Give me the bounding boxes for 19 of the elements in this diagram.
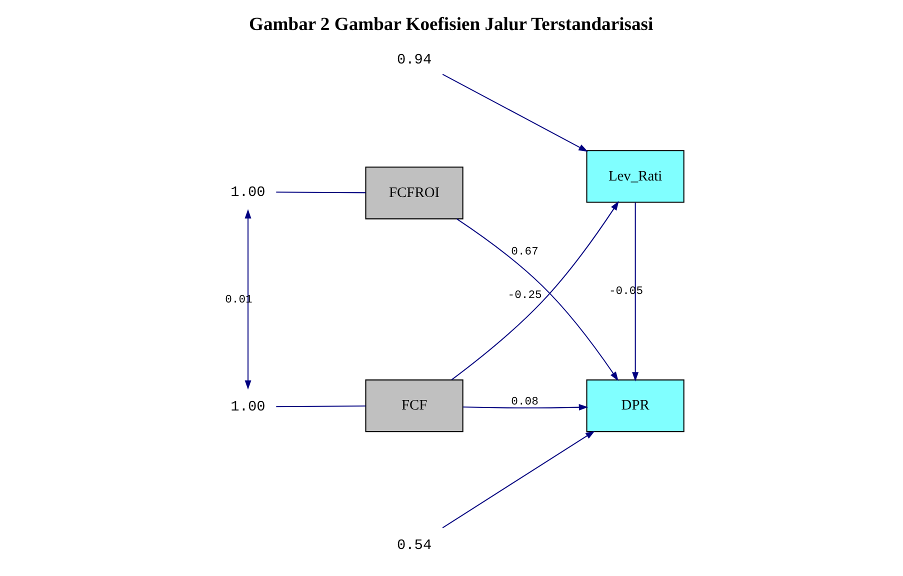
- arrow: [462, 404, 588, 411]
- node-box: FCF: [364, 379, 463, 432]
- arrow: [632, 202, 638, 382]
- node-box: Lev_Rati: [586, 150, 684, 203]
- diagram-title: Gambar 2 Gambar Koefisien Jalur Terstandarisasi: [248, 14, 653, 36]
- connector: [276, 192, 366, 194]
- edge-label: 0.67: [510, 246, 538, 259]
- node-text: 0.54: [396, 538, 432, 554]
- arrow: [244, 209, 251, 390]
- edge-label: 0.08: [510, 396, 538, 408]
- node-text: 1.00: [230, 400, 265, 416]
- node-box: DPR: [586, 379, 684, 432]
- connector: [276, 406, 366, 408]
- arrow: [442, 74, 588, 152]
- arrow: [442, 430, 594, 528]
- node-text: 1.00: [230, 184, 265, 201]
- node-text: 0.94: [396, 52, 432, 69]
- edge-label: -0.25: [507, 290, 542, 302]
- node-box: FCFROI: [364, 166, 463, 220]
